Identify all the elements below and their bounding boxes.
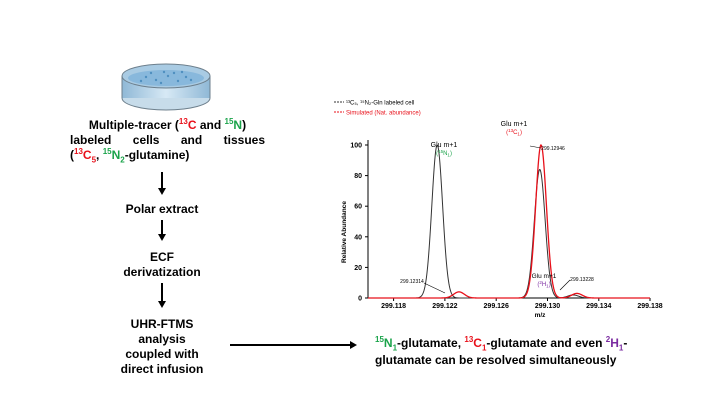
flow-arrow-2: [161, 220, 163, 235]
mass-label: 299.13228: [570, 277, 594, 283]
x-tick-label: 299.118: [381, 303, 406, 310]
step1-line3: (13C5, 15N2-glutamine): [70, 147, 190, 165]
x-tick-label: 299.122: [432, 303, 457, 310]
leader-line: [423, 282, 446, 294]
petri-dish-icon: [121, 63, 211, 111]
y-tick-label: 0: [358, 296, 362, 303]
flow-arrow-3: [161, 283, 163, 302]
step1-line2: labeled cells and tissues: [70, 133, 265, 147]
series-line-simulated: [368, 144, 650, 299]
y-axis-label: Relative Abundance: [341, 201, 348, 263]
mass-label-3: 299.13228: [559, 277, 594, 291]
y-tick-label: 100: [350, 143, 362, 150]
result-arrow: [230, 344, 351, 346]
y-tick-label: 60: [354, 204, 362, 211]
y-ticks: 0 20 40 60 80 100: [350, 143, 368, 303]
mass-label: 299.12946: [541, 146, 565, 152]
mass-label: 299.12314: [400, 279, 424, 285]
x-ticks: 299.118 299.122 299.126 299.130 299.134 …: [381, 298, 663, 310]
x-tick-label: 299.126: [484, 303, 509, 310]
conclusion-line2: glutamate can be resolved simultaneously: [375, 353, 617, 367]
step-polar-extract: Polar extract: [125, 202, 199, 216]
flow-arrowhead-2: [158, 234, 166, 241]
peak-annotation-c13: Glu m+1 (13C1): [501, 121, 528, 137]
conclusion-text: 15N1-glutamate, 13C1-glutamate and even …: [375, 335, 715, 369]
peak-title: Glu m+1: [501, 121, 528, 128]
flow-arrowhead-1: [158, 188, 166, 195]
peak-annotation-n15: Glu m+1 (15N1): [431, 142, 458, 158]
x-tick-label: 299.134: [586, 303, 611, 310]
conclusion-line1: 15N1-glutamate, 13C1-glutamate and even …: [375, 335, 628, 353]
mass-spectrum-chart: ¹³C₅, ¹⁵N₂-Gln labeled cell Simulated (N…: [334, 100, 663, 319]
legend-label-simulated: Simulated (Nat. abundance): [346, 111, 421, 117]
y-tick-label: 40: [354, 234, 362, 241]
series-line-labeled-cell: [368, 144, 650, 299]
y-tick-label: 80: [354, 173, 362, 180]
peak-title: Glu m+1: [532, 273, 557, 280]
chart-legend: ¹³C₅, ¹⁵N₂-Gln labeled cell Simulated (N…: [334, 100, 421, 117]
peak-isotope: (15N1): [436, 149, 452, 158]
y-tick-label: 20: [354, 265, 362, 272]
result-arrowhead: [350, 341, 357, 349]
flow-arrowhead-3: [158, 301, 166, 308]
x-tick-label: 299.130: [535, 303, 560, 310]
step1-line1: Multiple-tracer (13C and 15N): [88, 117, 247, 133]
peak-isotope: (2H1): [537, 280, 550, 289]
peak-title: Glu m+1: [431, 142, 458, 149]
leader-line: [559, 279, 571, 291]
step-ecf-derivatization: ECF derivatization: [123, 250, 201, 279]
mass-label-1: 299.12314: [400, 279, 446, 294]
step-labeled-cells: Multiple-tracer (13C and 15N) labeled ce…: [70, 117, 265, 165]
x-axis-label: m/z: [535, 312, 547, 319]
mass-label-2: 299.12946: [529, 145, 565, 152]
flow-arrow-1: [161, 172, 163, 189]
leader-line: [529, 145, 542, 149]
step-uhr-ftms: UHR-FTMS analysis coupled with direct in…: [120, 317, 204, 376]
peak-isotope: (13C1): [506, 128, 522, 137]
peak-annotation-h2: Glu m+1 (2H1): [532, 273, 557, 289]
x-tick-label: 299.138: [637, 303, 662, 310]
legend-label-labeled: ¹³C₅, ¹⁵N₂-Gln labeled cell: [346, 100, 414, 107]
